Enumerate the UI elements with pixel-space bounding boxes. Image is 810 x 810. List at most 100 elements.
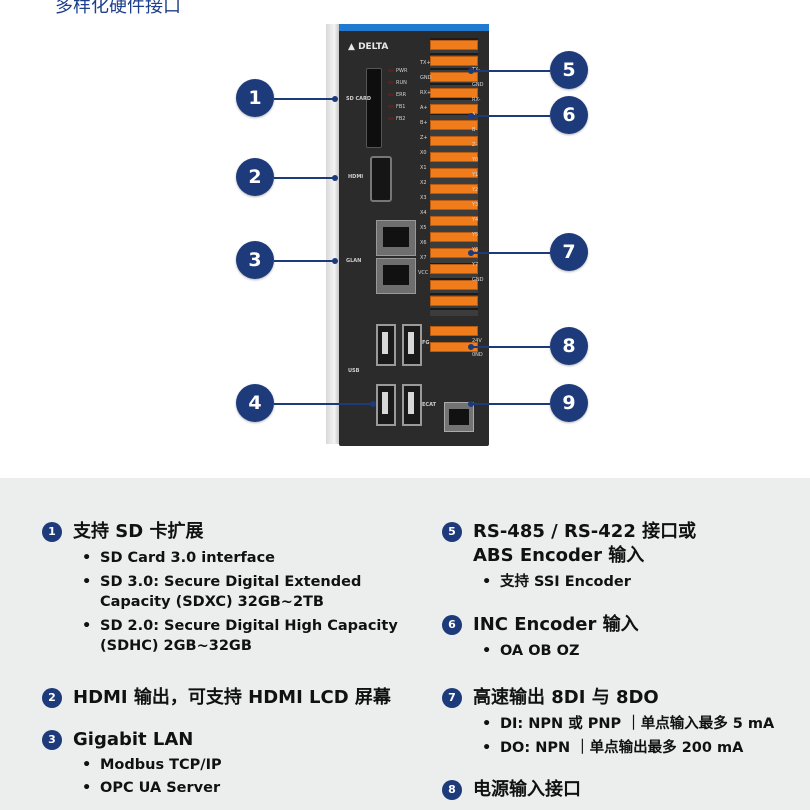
callout-1: 1 [236,79,274,117]
terminal-label: RX- [472,97,481,103]
feature-number: 2 [42,688,62,708]
terminal-latch [430,56,478,66]
terminal-latch [430,184,478,194]
usb-port [402,384,422,426]
feature-2: 2 HDMI 输出，可支持 HDMI LCD 屏幕 [42,686,432,710]
page-title: 多样化硬件接口 [55,0,181,17]
feature-bullet: SD Card 3.0 interface [82,548,422,568]
led-indicator [388,93,394,96]
feature-bullet: DO: NPN ｜单点输出最多 200 mA [482,738,807,758]
feature-bullet: OPC UA Server [82,778,422,798]
terminal-label: Y6 [472,247,479,253]
terminal-label: X1 [420,165,427,171]
leader-line-4 [274,401,376,407]
fg-label: FG [422,340,430,346]
ecat-label: ECAT [422,402,436,408]
features-panel: 1支持 SD 卡扩展 SD Card 3.0 interface SD 3.0:… [0,478,810,810]
feature-title: 支持 SD 卡扩展 [73,521,204,542]
led-label: RUN [396,80,407,86]
leader-line-5 [468,68,550,74]
feature-bullet: DI: NPN 或 PNP ｜单点输入最多 5 mA [482,714,807,734]
hdmi-port [370,156,392,202]
callout-9: 9 [550,384,588,422]
usb-port [376,384,396,426]
terminal-latch [430,136,478,146]
hdmi-label: HDMI [348,174,364,180]
feature-title: HDMI 输出，可支持 HDMI LCD 屏幕 [73,687,391,708]
feature-title: Gigabit LAN [73,729,194,750]
feature-title: 电源输入接口 [473,779,581,800]
terminal-label: GND [472,82,484,88]
terminal-label: Y4 [472,217,479,223]
leader-line-3 [274,258,338,264]
terminal-latch [430,200,478,210]
usb-port [376,324,396,366]
power-label: 24V [472,338,482,344]
ethercat-port [444,402,474,432]
power-terminal-latch [430,326,478,336]
callout-3: 3 [236,241,274,279]
terminal-latch [430,168,478,178]
controller-device: ▲ DELTA SD CARD PWR RUN ERR FB1 FB2 HDMI… [326,22,489,448]
terminal-label: A+ [420,105,428,111]
feature-8: 8 电源输入接口 [442,778,802,802]
terminal-latch [430,216,478,226]
terminal-label: TX+ [420,60,431,66]
terminal-label: Y7 [472,262,479,268]
sd-card-label: SD CARD [346,96,372,102]
led-indicator [388,81,394,84]
hardware-diagram: 多样化硬件接口 ▲ DELTA SD CARD PWR RUN ERR FB1 … [55,0,588,448]
leader-line-7 [468,250,550,256]
terminal-latch [430,264,478,274]
led-indicator [388,105,394,108]
callout-7: 7 [550,233,588,271]
feature-title-line: RS-485 / RS-422 接口或 [473,521,697,542]
delta-logo: ▲ DELTA [348,42,389,52]
terminal-label: Y5 [472,232,479,238]
feature-1: 1支持 SD 卡扩展 SD Card 3.0 interface SD 3.0:… [42,520,422,656]
feature-number: 1 [42,522,62,542]
callout-6: 6 [550,96,588,134]
terminal-label: X2 [420,180,427,186]
usb-label: USB [348,368,360,374]
terminal-label: X5 [420,225,427,231]
terminal-latch [430,152,478,162]
terminal-latch [430,296,478,306]
terminal-label: B+ [420,120,428,126]
feature-number: 7 [442,688,462,708]
power-label: 0ND [472,352,483,358]
glan-label: GLAN [346,258,362,264]
leader-line-6 [468,113,550,119]
leader-line-1 [274,96,338,102]
leader-line-8 [468,344,550,350]
leader-line-9 [468,401,550,407]
terminal-label: X7 [420,255,427,261]
terminal-label: Y3 [472,202,479,208]
feature-title-line: ABS Encoder 输入 [473,545,645,566]
terminal-latch [430,232,478,242]
feature-bullet: 支持 SSI Encoder [482,572,802,592]
terminal-latch [430,120,478,130]
feature-bullet: Modbus TCP/IP [82,755,422,775]
led-label: PWR [396,68,408,74]
terminal-latch [430,104,478,114]
terminal-label: Z+ [420,135,428,141]
lan-port-1 [376,220,416,256]
terminal-label: Z- [472,142,478,148]
terminal-label: X0 [420,150,427,156]
feature-bullet: SD 2.0: Secure Digital High Capacity (SD… [82,616,422,656]
feature-number: 6 [442,615,462,635]
terminal-latch [430,72,478,82]
terminal-latch [430,280,478,290]
usb-port [402,324,422,366]
callout-4: 4 [236,384,274,422]
feature-title: INC Encoder 输入 [473,614,639,635]
terminal-label: Y2 [472,187,479,193]
led-label: ERR [396,92,407,98]
feature-number: 8 [442,780,462,800]
terminal-label: GND [420,75,432,81]
terminal-label: B- [472,127,478,133]
